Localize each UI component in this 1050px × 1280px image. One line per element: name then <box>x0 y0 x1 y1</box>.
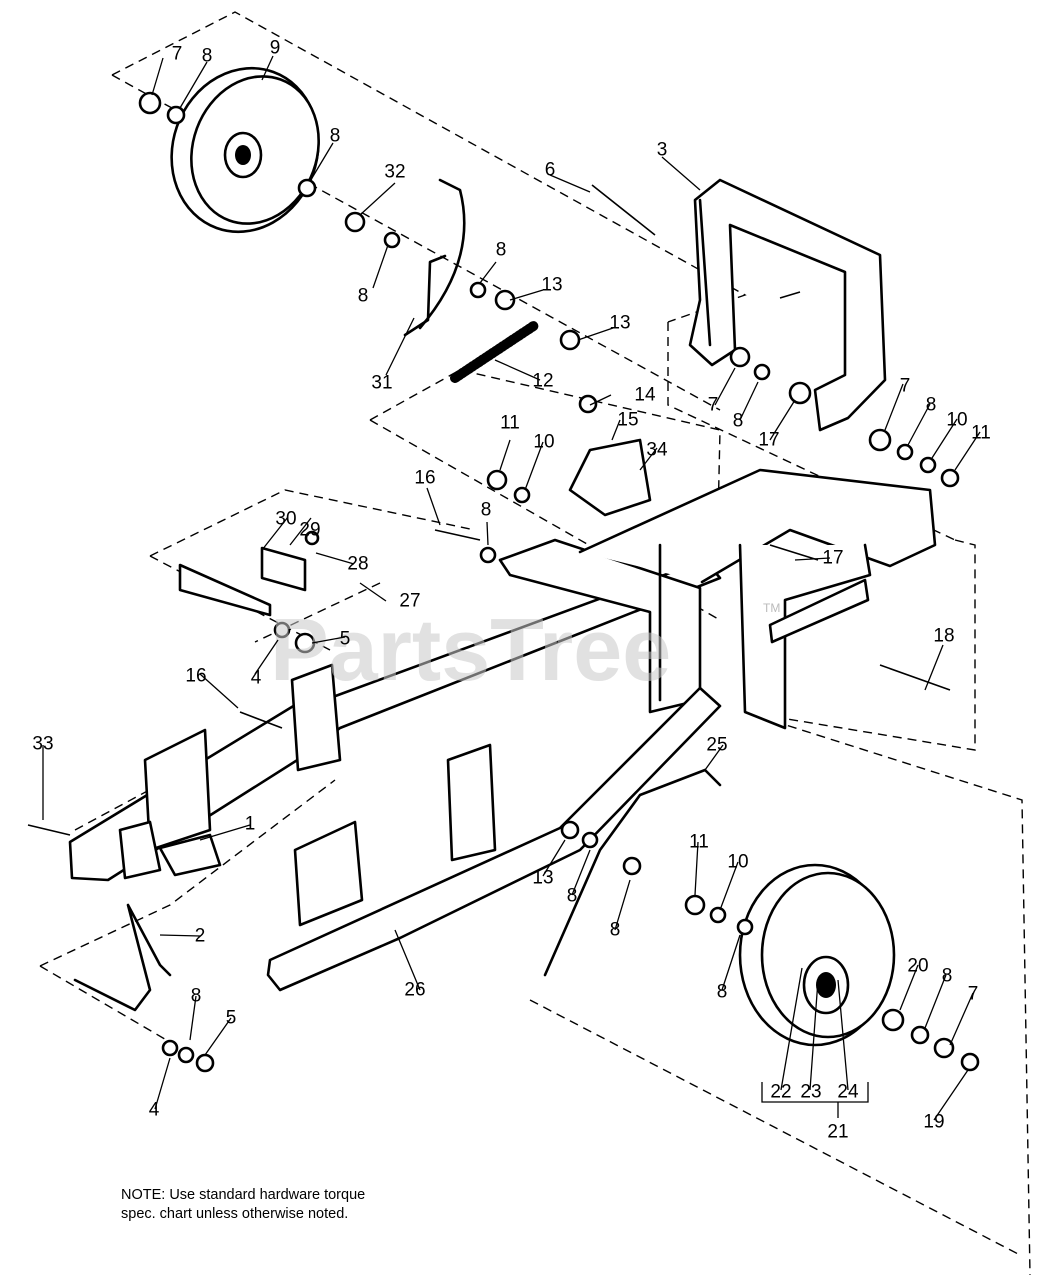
callout-9: 9 <box>270 38 281 59</box>
callout-8: 8 <box>567 886 578 907</box>
callout-13: 13 <box>532 868 553 889</box>
pulley-lower <box>738 863 896 1047</box>
callout-7: 7 <box>708 395 719 416</box>
callout-labels: 7 8 9 8 32 8 8 13 13 31 12 6 3 14 15 34 … <box>32 38 990 1143</box>
callout-8: 8 <box>733 411 744 432</box>
callout-16: 16 <box>185 666 206 687</box>
callout-4: 4 <box>251 668 262 689</box>
callout-8: 8 <box>610 920 621 941</box>
callout-8: 8 <box>330 126 341 147</box>
callout-22: 22 <box>770 1082 791 1103</box>
watermark-text: PartsTree <box>270 600 671 699</box>
callout-12: 12 <box>532 371 553 392</box>
callout-6: 6 <box>545 160 556 181</box>
callout-24: 24 <box>837 1082 859 1103</box>
callout-8: 8 <box>481 500 492 521</box>
callout-11: 11 <box>971 423 991 444</box>
callout-13: 13 <box>541 275 562 296</box>
callout-1: 1 <box>245 814 256 835</box>
callout-5: 5 <box>226 1008 237 1029</box>
callout-10: 10 <box>727 852 748 873</box>
callout-4: 4 <box>149 1100 160 1121</box>
callout-leaders <box>42 55 981 1121</box>
callout-8: 8 <box>942 966 953 987</box>
callout-25: 25 <box>706 735 727 756</box>
callout-17: 17 <box>822 548 843 569</box>
torque-note: NOTE: Use standard hardware torque spec.… <box>121 1187 366 1222</box>
callout-27: 27 <box>399 591 420 612</box>
watermark-trademark: TM <box>763 601 780 615</box>
callout-20: 20 <box>907 956 928 977</box>
callout-10: 10 <box>946 410 967 431</box>
callout-8: 8 <box>358 286 369 307</box>
callout-34: 34 <box>646 440 668 461</box>
callout-8: 8 <box>496 240 507 261</box>
callout-8: 8 <box>191 986 202 1007</box>
callout-30: 30 <box>275 509 296 530</box>
callout-17: 17 <box>758 430 779 451</box>
callout-28: 28 <box>347 554 368 575</box>
callout-3: 3 <box>657 140 668 161</box>
callout-31: 33 <box>32 734 53 755</box>
callout-23: 23 <box>800 1082 821 1103</box>
callout-26: 26 <box>404 980 425 1001</box>
callout-29: 29 <box>299 520 320 541</box>
callout-8: 8 <box>926 395 937 416</box>
callout-8: 8 <box>717 982 728 1003</box>
callout-11: 11 <box>500 413 520 434</box>
lower-frame-rail <box>266 686 722 992</box>
callout-16: 16 <box>414 468 435 489</box>
callout-33: 32 <box>384 162 405 183</box>
callout-14: 14 <box>634 385 656 406</box>
main-frame <box>68 468 937 882</box>
callout-21: 21 <box>827 1122 848 1143</box>
watermark: PartsTree TM <box>270 600 780 699</box>
callout-32: 31 <box>371 373 392 394</box>
callout-13: 13 <box>609 313 630 334</box>
upper-bracket <box>688 178 887 432</box>
hardware-parts <box>27 91 980 1073</box>
callout-18: 18 <box>933 626 954 647</box>
callout-5: 5 <box>340 629 351 650</box>
callout-15: 15 <box>617 410 638 431</box>
callout-7: 7 <box>900 376 911 397</box>
callout-2: 2 <box>195 926 206 947</box>
callout-8: 8 <box>202 46 213 67</box>
callout-7: 7 <box>172 44 183 65</box>
callout-11: 11 <box>689 832 709 853</box>
pulley-upper <box>170 66 320 234</box>
callout-7: 7 <box>968 984 979 1005</box>
callout-19: 19 <box>923 1112 944 1133</box>
callout-10: 10 <box>533 432 554 453</box>
